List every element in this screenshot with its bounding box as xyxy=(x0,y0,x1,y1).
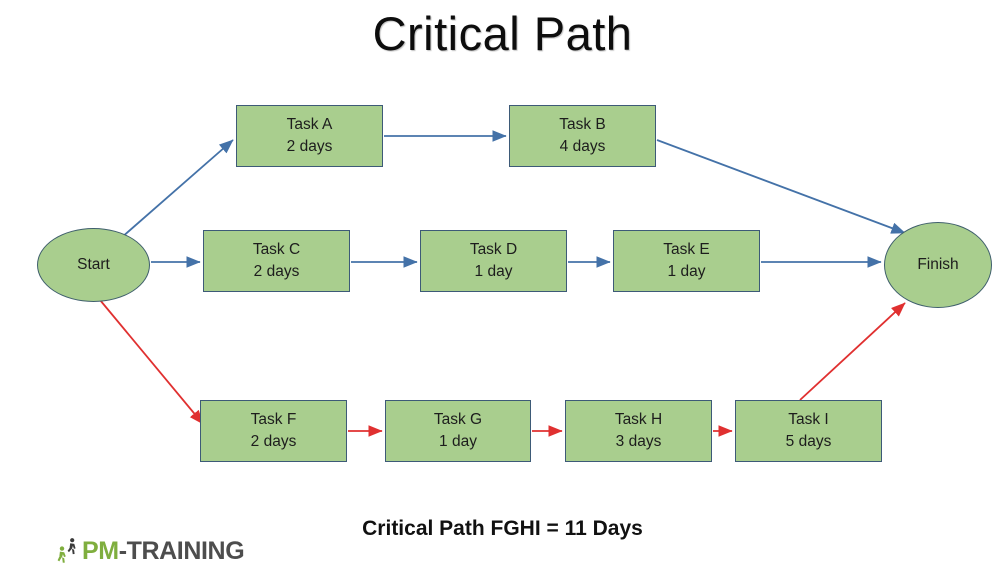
node-task-f-label: Task F xyxy=(250,411,297,428)
node-finish-label: Finish xyxy=(917,256,959,273)
pm-training-logo: PM-TRAINING xyxy=(55,533,245,569)
node-task-d-duration: 1 day xyxy=(474,263,513,280)
node-task-d-label: Task D xyxy=(469,241,518,258)
logo-text-training: -TRAINING xyxy=(118,536,245,565)
node-task-h-label: Task H xyxy=(614,411,663,428)
node-task-e-label: Task E xyxy=(663,241,710,258)
node-task-a-label: Task A xyxy=(286,116,333,133)
node-task-g[interactable]: Task G 1 day xyxy=(385,400,531,462)
edge-taskB-finish xyxy=(656,139,906,234)
node-task-g-label: Task G xyxy=(433,411,483,428)
node-task-c-duration: 2 days xyxy=(253,263,300,280)
node-task-a[interactable]: Task A 2 days xyxy=(236,105,383,167)
node-task-c[interactable]: Task C 2 days xyxy=(203,230,350,292)
node-task-i-label: Task I xyxy=(788,411,829,428)
node-finish[interactable]: Finish xyxy=(884,222,992,308)
node-task-i[interactable]: Task I 5 days xyxy=(735,400,882,462)
node-task-b[interactable]: Task B 4 days xyxy=(509,105,656,167)
running-figures-icon xyxy=(57,538,76,563)
node-task-e-duration: 1 day xyxy=(667,263,706,280)
node-task-b-label: Task B xyxy=(559,116,606,133)
node-start[interactable]: Start xyxy=(37,228,150,302)
page-title: Critical Path xyxy=(372,7,633,60)
node-task-b-duration: 4 days xyxy=(559,138,606,155)
logo-text: PM-TRAINING xyxy=(82,536,245,565)
edge-taskI-finish xyxy=(799,302,906,401)
node-task-f[interactable]: Task F 2 days xyxy=(200,400,347,462)
node-task-e[interactable]: Task E 1 day xyxy=(613,230,760,292)
node-task-i-duration: 5 days xyxy=(785,433,832,450)
node-start-label: Start xyxy=(77,256,110,273)
logo-text-pm: PM xyxy=(82,536,119,565)
node-task-d[interactable]: Task D 1 day xyxy=(420,230,567,292)
node-task-c-label: Task C xyxy=(252,241,301,258)
edge-start-taskA xyxy=(112,139,234,246)
edge-start-taskF xyxy=(99,299,204,425)
node-task-h[interactable]: Task H 3 days xyxy=(565,400,712,462)
node-task-f-duration: 2 days xyxy=(250,433,297,450)
node-task-h-duration: 3 days xyxy=(615,433,662,450)
critical-path-caption: Critical Path FGHI = 11 Days xyxy=(362,517,643,540)
node-task-g-duration: 1 day xyxy=(439,433,477,450)
node-task-a-duration: 2 days xyxy=(286,138,333,155)
